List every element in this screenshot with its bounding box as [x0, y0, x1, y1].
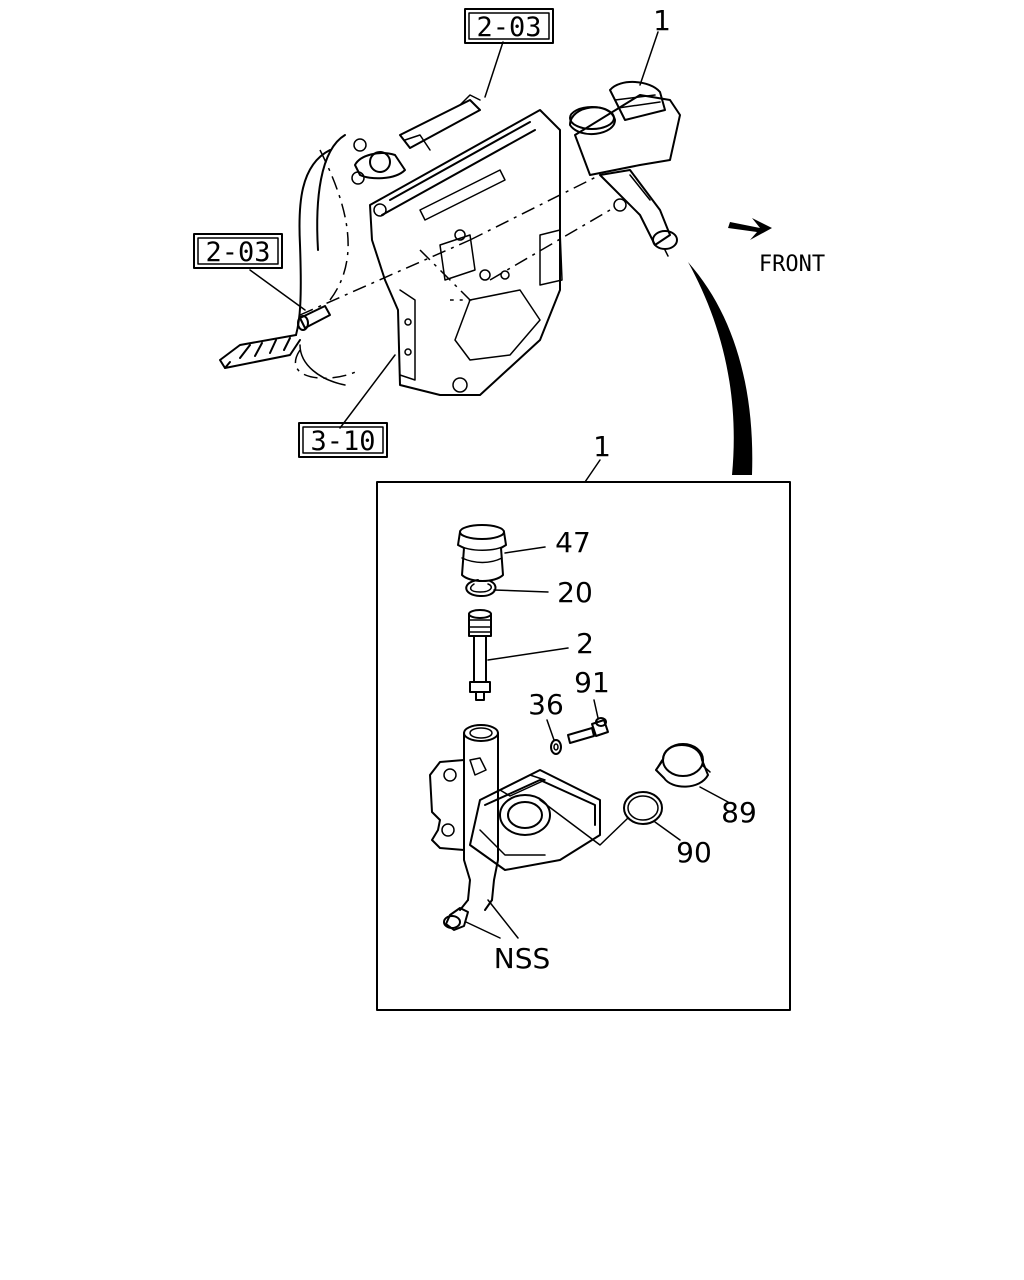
master-cylinder-upper	[469, 81, 681, 281]
leader-assembly-box	[584, 459, 601, 483]
fitting-part	[443, 907, 469, 931]
zoom-indicator-arrow	[688, 262, 753, 475]
callout-assembly-top: 1	[653, 4, 671, 37]
ref-box-bottom: 3-10	[298, 422, 388, 458]
callout-push-rod: 2	[576, 627, 594, 660]
oring-part	[623, 791, 663, 825]
master-cylinder-body	[429, 724, 601, 911]
leader-ref-bottom	[339, 354, 396, 429]
front-direction-label: FRONT	[759, 252, 825, 277]
snap-ring-part	[465, 579, 497, 598]
leader-cap	[504, 546, 546, 554]
detail-box	[376, 481, 791, 1011]
callout-cap: 47	[555, 526, 591, 559]
leader-ref-top	[484, 41, 504, 98]
reservoir-cap-part	[655, 743, 711, 788]
callout-nss: NSS	[494, 942, 551, 975]
leader-reservoir-cap	[699, 786, 729, 803]
callout-bolt: 91	[574, 666, 610, 699]
rubber-boot-part	[457, 524, 507, 582]
ref-box-left: 2-03	[193, 233, 283, 269]
callout-assembly-box: 1	[593, 430, 611, 463]
leader-snap-ring	[493, 589, 549, 593]
callout-reservoir-cap: 89	[721, 796, 757, 829]
ref-label-top: 2-03	[476, 12, 541, 43]
push-rod-part	[468, 609, 492, 701]
ref-box-top: 2-03	[464, 8, 554, 44]
leader-oring	[654, 821, 681, 841]
ref-label-bottom: 3-10	[310, 426, 375, 457]
callout-oring: 90	[676, 836, 712, 869]
pedal-bolt	[297, 305, 331, 331]
leader-push-rod	[487, 647, 569, 661]
leader-reservoir	[539, 799, 629, 846]
callout-snap-ring: 20	[557, 576, 593, 609]
arrow-right-icon	[728, 218, 772, 240]
leader-assembly-top	[639, 31, 659, 86]
leader-bolt	[593, 699, 599, 719]
washer-part	[550, 739, 562, 755]
pedal-bracket-assembly	[219, 94, 563, 396]
bleeder-bolt-part	[567, 717, 609, 744]
leader-washer	[546, 719, 555, 741]
leader-ref-left	[249, 269, 306, 311]
leader-nss	[465, 899, 519, 939]
callout-washer: 36	[528, 688, 564, 721]
ref-label-left: 2-03	[205, 237, 270, 268]
